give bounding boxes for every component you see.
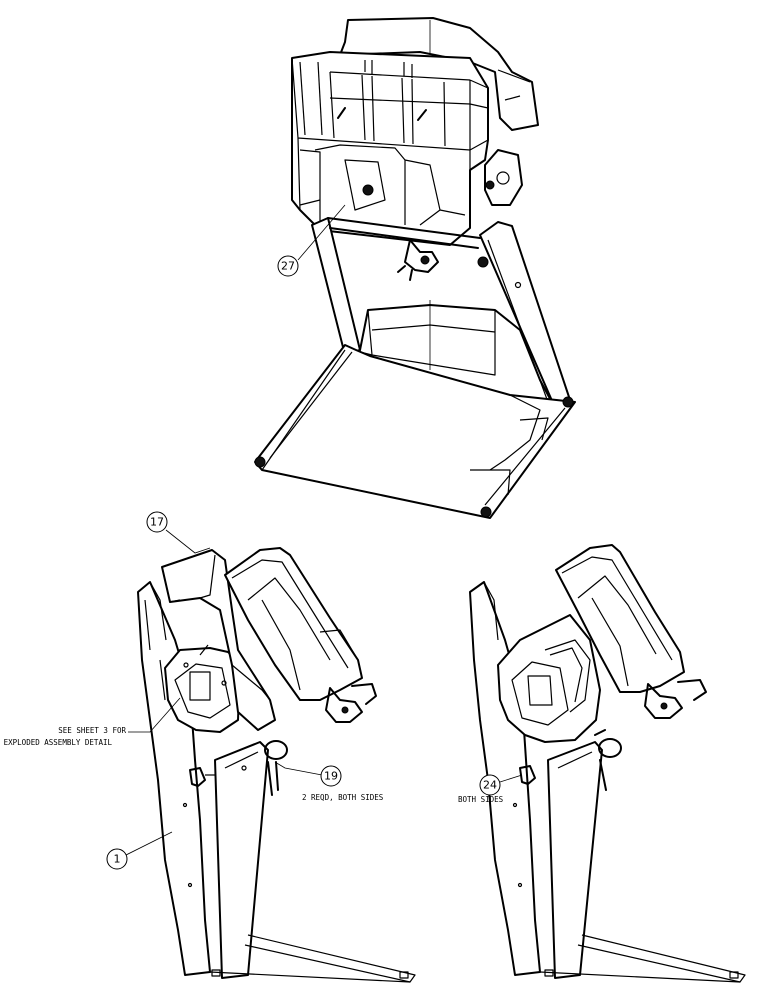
right-side-view bbox=[469, 544, 746, 983]
callout-24-label: 24 bbox=[483, 779, 497, 792]
callout-27-label: 27 bbox=[281, 260, 295, 273]
both-sides-note: BOTH SIDES bbox=[458, 795, 504, 804]
left-seat-cushion bbox=[224, 547, 363, 701]
see-sheet-note-line2: EXPLODED ASSEMBLY DETAIL bbox=[4, 738, 113, 747]
callout-1-label: 1 bbox=[114, 853, 121, 866]
rear-shroud bbox=[339, 17, 539, 131]
callout-17: 17 bbox=[146, 511, 211, 554]
right-upright bbox=[479, 221, 571, 411]
reqd-both-sides-note: 2 REQD, BOTH SIDES bbox=[302, 793, 384, 802]
right-tilt-loop bbox=[598, 738, 622, 758]
left-front-upright bbox=[214, 741, 269, 979]
right-upright-column bbox=[497, 614, 601, 743]
callout-27: 27 bbox=[277, 204, 346, 277]
seat-pan bbox=[344, 304, 557, 411]
top-assembly-view bbox=[254, 17, 576, 519]
pivot-plate bbox=[484, 149, 523, 206]
callout-24: 24 bbox=[479, 774, 523, 796]
left-side-view bbox=[137, 547, 416, 983]
callout-1: 1 bbox=[106, 831, 173, 870]
callout-19: 19 bbox=[274, 761, 342, 787]
base-bolt-2 bbox=[562, 396, 574, 408]
left-upright-column bbox=[161, 549, 276, 731]
right-front-upright bbox=[547, 741, 603, 979]
left-upright bbox=[311, 217, 361, 356]
base-plate bbox=[254, 344, 576, 519]
callout-17-label: 17 bbox=[150, 516, 164, 529]
adjuster-knob-icon bbox=[362, 184, 374, 196]
right-seat-cushion bbox=[555, 544, 685, 693]
tilt-knob-assembly bbox=[397, 239, 439, 281]
callout-19-label: 19 bbox=[324, 770, 338, 783]
base-bolt-1 bbox=[254, 456, 266, 468]
left-tilt-loop bbox=[264, 740, 288, 760]
upright-bolt bbox=[477, 256, 489, 268]
see-sheet-leader bbox=[128, 697, 181, 733]
base-bolt-3 bbox=[480, 506, 492, 518]
see-sheet-note-line1: SEE SHEET 3 FOR bbox=[58, 726, 126, 735]
